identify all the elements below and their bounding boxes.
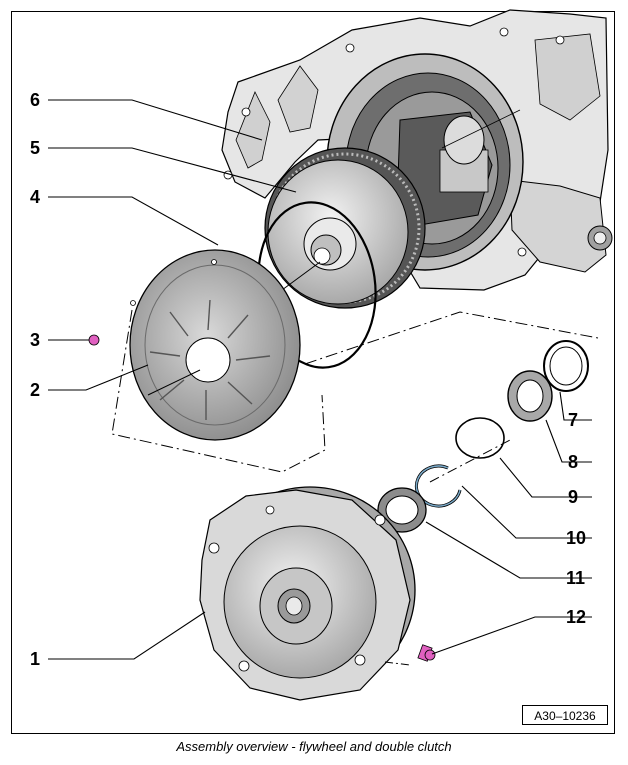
double-clutch	[264, 147, 426, 309]
figure-caption: Assembly overview - flywheel and double …	[176, 739, 452, 754]
seal-11	[377, 487, 427, 533]
callout-10: 10	[566, 528, 586, 548]
axis-line	[429, 439, 511, 483]
callout-11: 11	[566, 568, 585, 588]
callout-7: 7	[568, 410, 578, 430]
callout-9: 9	[568, 487, 578, 507]
assembly-outline	[111, 309, 599, 473]
callout-3: 3	[30, 330, 40, 350]
seal-7	[543, 340, 589, 392]
callout-12: 12	[566, 607, 586, 627]
callout-1: 1	[30, 649, 40, 669]
callout-5: 5	[30, 138, 40, 158]
bearing-8	[507, 370, 553, 422]
cover-plate	[129, 249, 301, 441]
bolt-3	[83, 334, 100, 346]
callout-4: 4	[30, 187, 40, 207]
bolt-12	[384, 644, 436, 666]
callout-6: 6	[30, 90, 40, 110]
flywheel	[199, 486, 416, 701]
leader-lines	[48, 99, 592, 660]
ring-9	[455, 417, 505, 459]
callout-8: 8	[568, 452, 578, 472]
reference-code: A30–10236	[522, 705, 608, 725]
callout-2: 2	[30, 380, 40, 400]
